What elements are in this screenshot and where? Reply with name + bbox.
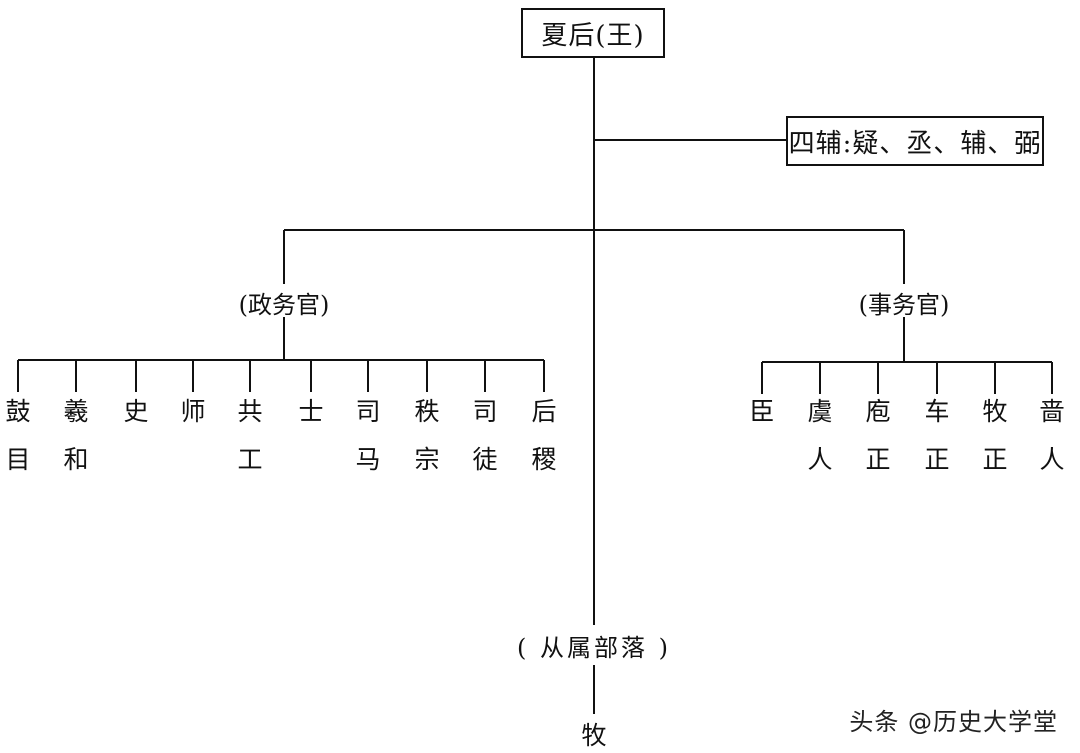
political-official: 司马 [351,388,385,484]
political-official: 秩宗 [410,388,444,484]
affairs-official-char: 车 [924,397,950,426]
political-official: 鼓目 [1,388,35,484]
affairs-official-char: 人 [807,445,833,474]
political-official-char: 工 [237,445,263,474]
political-official-char: 共 [237,397,263,426]
political-official: 共工 [233,388,267,484]
root-label: 夏后(王) [541,20,645,51]
political-official: 司徒 [468,388,502,484]
four-aides-label: 四辅:疑、丞、辅、弼 [788,128,1042,159]
political-official-char: 目 [5,445,31,474]
political-official: 后稷 [527,388,561,484]
political-official-char: 鼓 [5,397,31,426]
affairs-official: 臣 [745,388,779,436]
political-official-char: 秩 [414,397,440,426]
subordinate-label: ( 从属部落 ) [517,634,671,662]
political-official-char: 师 [180,397,206,426]
root-box: 夏后(王) [521,8,665,58]
political-group-label: (政务官) [238,291,330,319]
political-official-char: 徒 [472,445,498,474]
political-official-char: 羲 [63,397,89,426]
affairs-official-char: 庖 [865,397,891,426]
political-official: 士 [294,388,328,436]
political-official: 羲和 [59,388,93,484]
affairs-official: 牧正 [978,388,1012,484]
affairs-official: 虞人 [803,388,837,484]
affairs-official: 车正 [920,388,954,484]
political-official-char: 和 [63,445,89,474]
political-official-char: 马 [355,445,381,474]
affairs-group-label: (事务官) [858,291,950,319]
affairs-official-char: 人 [1039,445,1065,474]
affairs-official-char: 啬 [1039,397,1065,426]
subordinate-child: 牧 [581,721,607,750]
political-official-char: 宗 [414,445,440,474]
affairs-official-char: 正 [982,445,1008,474]
affairs-official: 庖正 [861,388,895,484]
affairs-official-char: 正 [924,445,950,474]
political-official-char: 后 [531,397,557,426]
watermark-text: 头条 @历史大学堂 [849,708,1058,736]
four-aides-box: 四辅:疑、丞、辅、弼 [786,116,1044,166]
affairs-official-char: 牧 [982,397,1008,426]
political-official-char: 司 [355,397,381,426]
political-official-char: 士 [298,397,324,426]
political-official-char: 稷 [531,445,557,474]
affairs-official: 啬人 [1035,388,1069,484]
political-official: 师 [176,388,210,436]
affairs-official-char: 虞 [807,397,833,426]
political-official: 史 [119,388,153,436]
affairs-official-char: 正 [865,445,891,474]
political-official-char: 史 [123,397,149,426]
political-official-char: 司 [472,397,498,426]
affairs-official-char: 臣 [749,397,775,426]
